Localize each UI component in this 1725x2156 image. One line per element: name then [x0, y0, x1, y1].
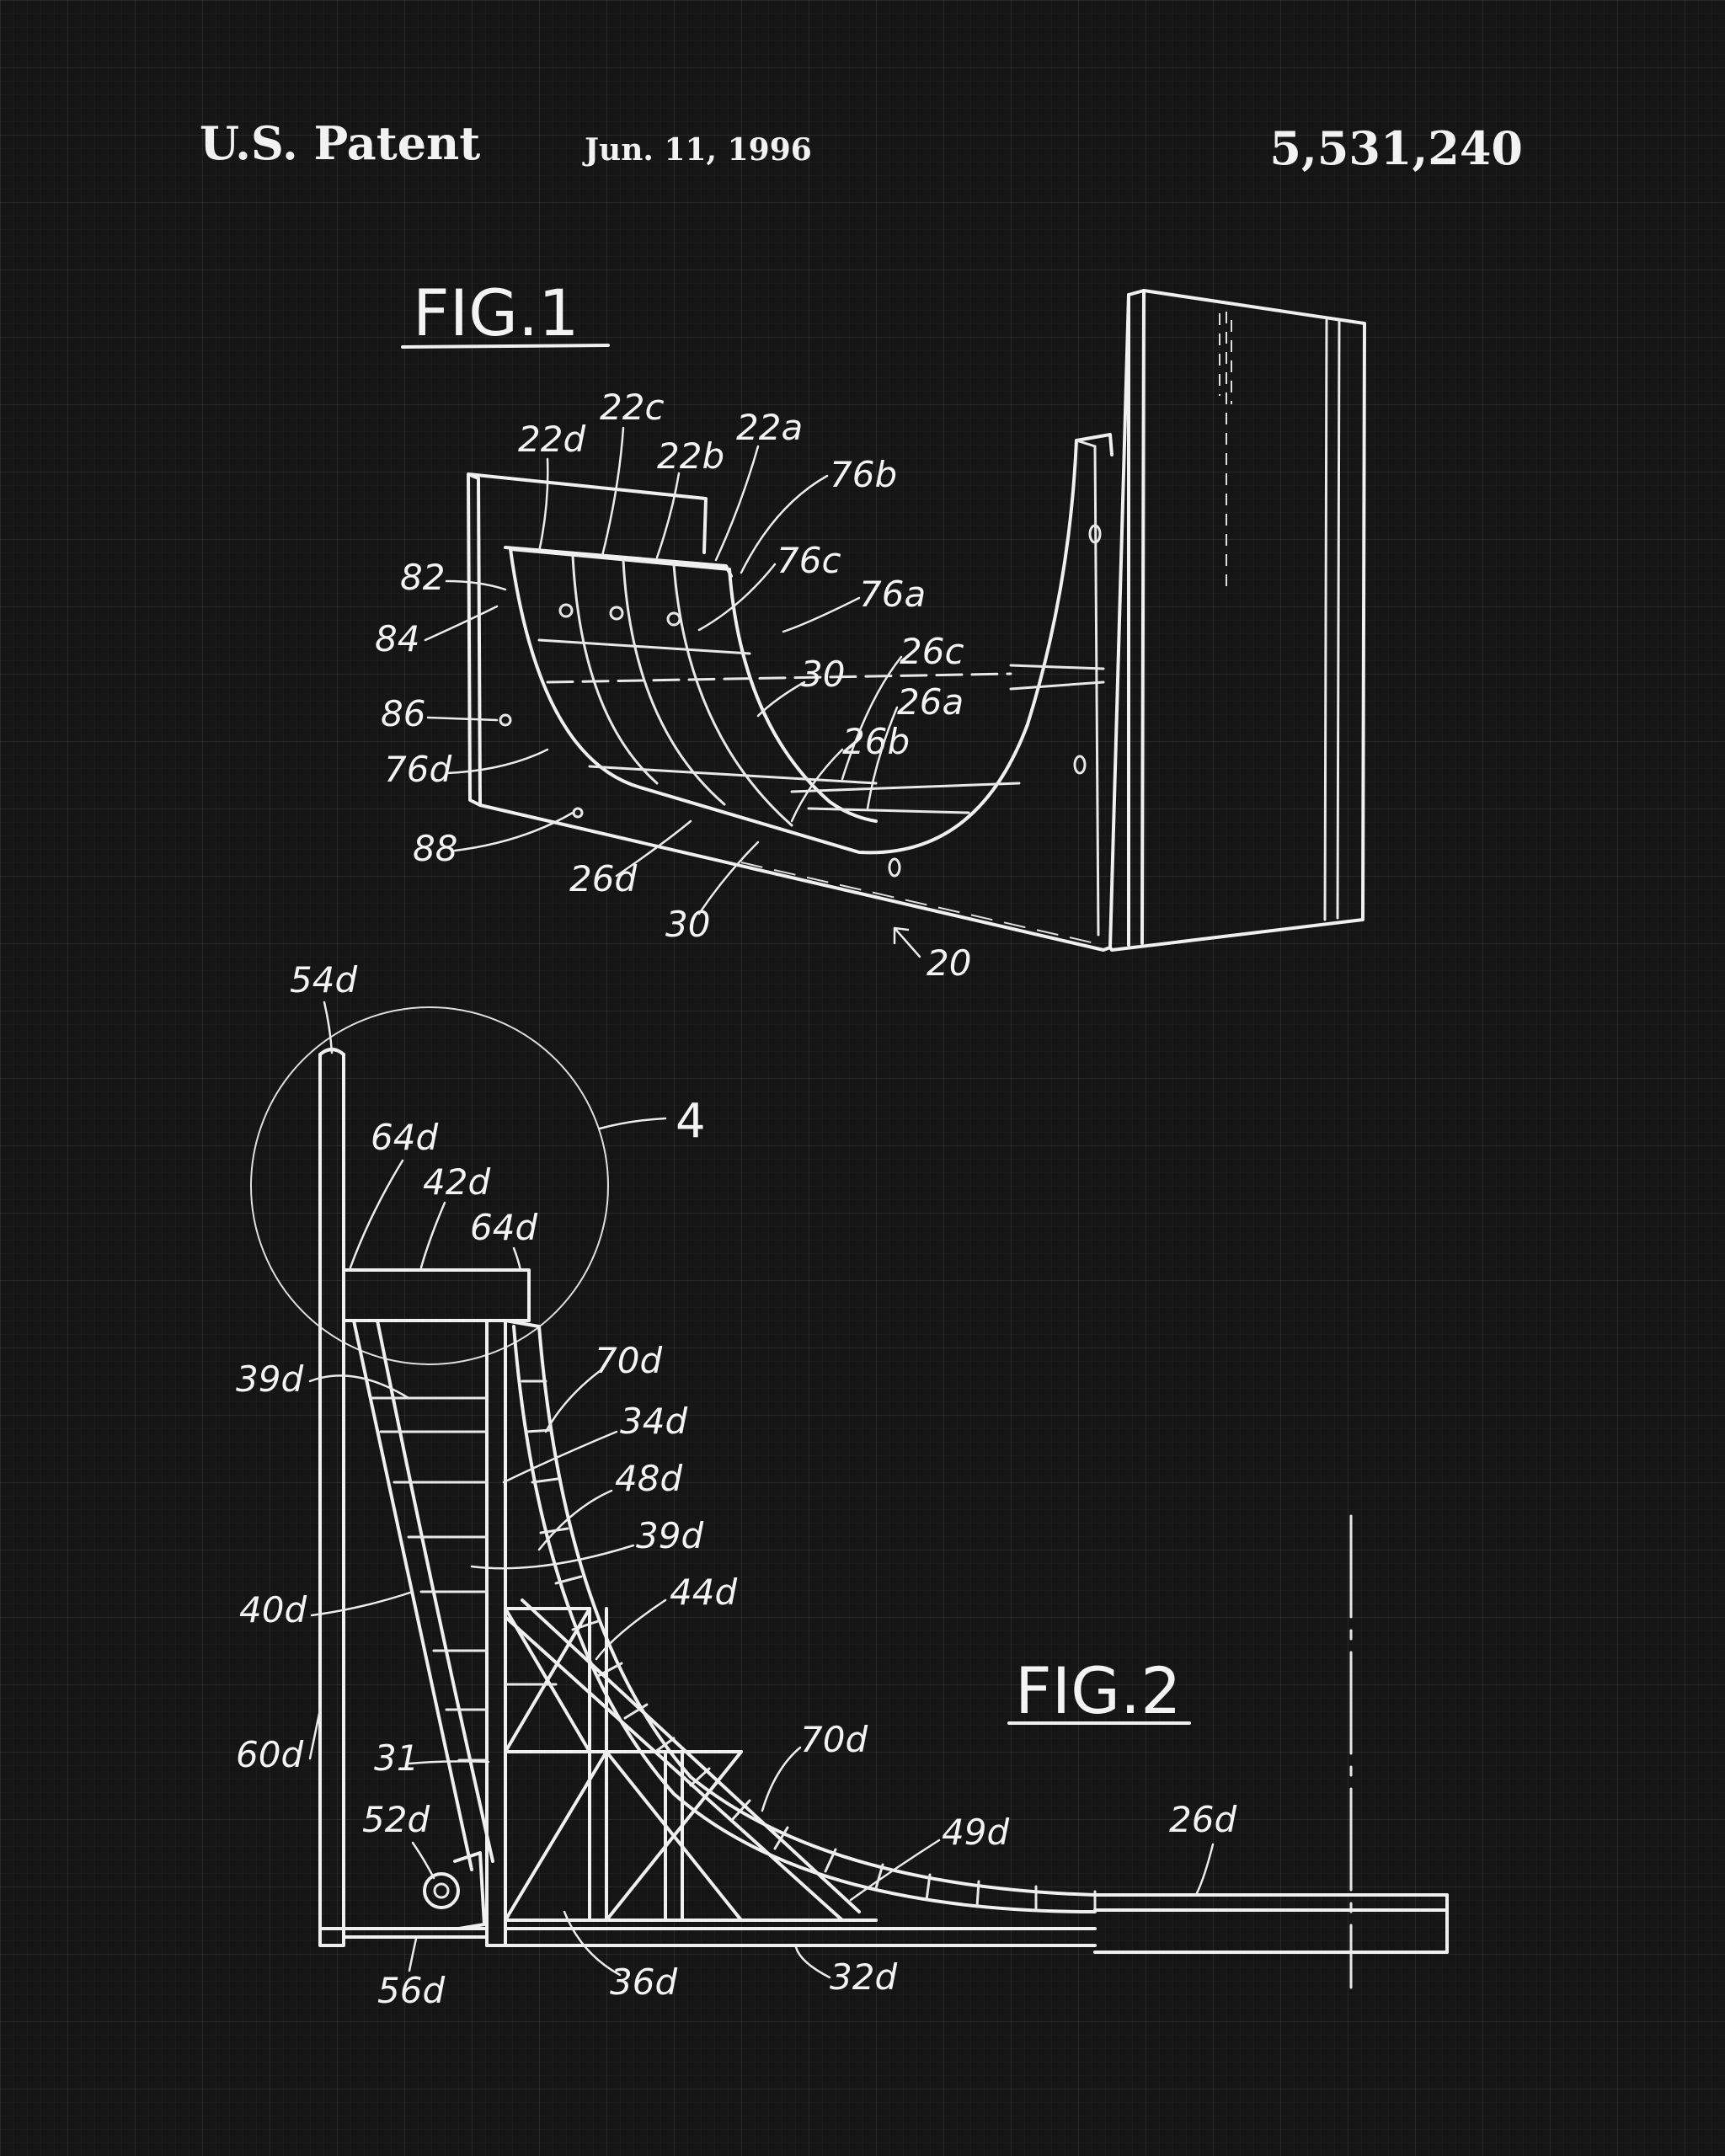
- figure-2-labels: 54d 64d 42d 64d 70d 39d 34d 48d 39d 44d …: [236, 959, 1236, 2011]
- label-26a: 26a: [897, 681, 964, 723]
- label-49d: 49d: [942, 1812, 1009, 1853]
- figure-1-leaders: [424, 426, 921, 958]
- label-44d: 44d: [670, 1572, 737, 1613]
- label-26d: 26d: [569, 858, 637, 899]
- label-54d: 54d: [290, 959, 357, 1001]
- figure-1: FIG.1: [375, 275, 1366, 984]
- label-56d: 56d: [377, 1970, 445, 2011]
- figure-2: FIG.2 4: [236, 959, 1449, 2011]
- detail-circle-4: [250, 1006, 609, 1365]
- label-76b: 76b: [830, 454, 897, 495]
- patent-date: Jun. 11, 1996: [585, 132, 812, 168]
- patent-office-title: U.S. Patent: [200, 116, 481, 170]
- label-22c: 22c: [600, 387, 665, 428]
- half-pipe-ramp-side-section: [318, 1048, 1449, 1989]
- figure-1-title: FIG.1: [413, 275, 579, 350]
- figure-2-leaders: [308, 1001, 1215, 1979]
- label-39d-left: 39d: [236, 1358, 303, 1400]
- label-76d: 76d: [384, 749, 451, 790]
- label-31: 31: [374, 1737, 419, 1779]
- label-70d-top: 70d: [595, 1340, 662, 1381]
- label-26b: 26b: [842, 721, 910, 762]
- label-82: 82: [400, 557, 445, 598]
- label-22b: 22b: [657, 435, 724, 477]
- patent-number: 5,531,240: [1269, 121, 1523, 175]
- label-70d-bottom: 70d: [800, 1719, 868, 1760]
- label-20: 20: [927, 942, 971, 984]
- figure-1-labels: 22c 22a 22d 22b 76b 82 76c 76a 84 26c 30…: [375, 387, 971, 984]
- label-40d: 40d: [239, 1589, 307, 1630]
- label-60d: 60d: [236, 1734, 303, 1775]
- label-52d: 52d: [362, 1799, 430, 1840]
- label-34d: 34d: [620, 1401, 687, 1442]
- label-48d: 48d: [615, 1458, 682, 1499]
- label-39d-right: 39d: [636, 1515, 703, 1556]
- label-36d: 36d: [610, 1961, 677, 2003]
- label-26c: 26c: [900, 631, 964, 672]
- figure-1-title-underline: [401, 344, 610, 349]
- label-86: 86: [381, 693, 425, 734]
- label-22a: 22a: [736, 407, 803, 448]
- label-76a: 76a: [859, 574, 926, 615]
- label-64d-right: 64d: [470, 1207, 537, 1248]
- label-30-top: 30: [800, 654, 845, 695]
- label-26d: 26d: [1169, 1799, 1236, 1840]
- figure-2-title: FIG.2: [1015, 1653, 1182, 1728]
- label-30-bottom: 30: [665, 904, 710, 945]
- label-76c: 76c: [777, 540, 841, 581]
- label-84: 84: [375, 618, 419, 659]
- half-pipe-ramp-perspective: [467, 289, 1366, 952]
- label-32d: 32d: [830, 1956, 897, 1998]
- label-42d: 42d: [423, 1161, 490, 1203]
- detail-ref-4: 4: [676, 1094, 706, 1149]
- label-22d: 22d: [518, 419, 585, 460]
- label-88: 88: [413, 828, 457, 869]
- label-64d-left: 64d: [371, 1117, 438, 1158]
